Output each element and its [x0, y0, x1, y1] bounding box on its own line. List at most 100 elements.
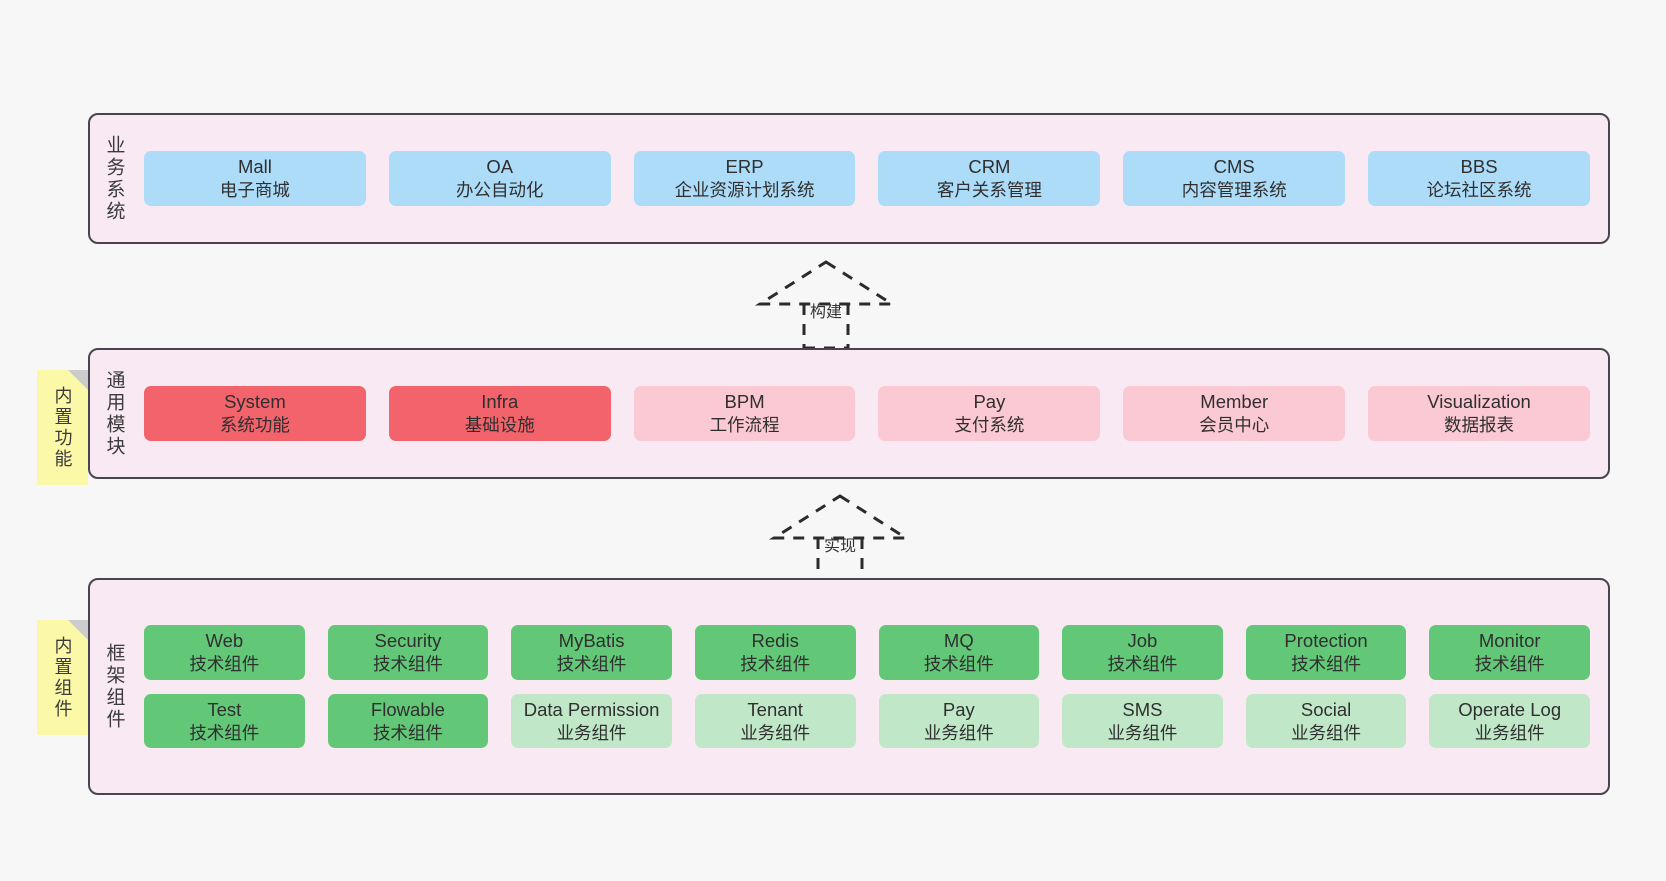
node-bpm-cn: 工作流程: [709, 415, 780, 436]
node-crm-cn: 客户关系管理: [936, 180, 1042, 201]
connector-implement-label: 实现: [824, 538, 857, 555]
node-social-cn: 业务组件: [1291, 722, 1362, 743]
layer-common-module: 通用模块 System 系统功能 Infra 基础设施 BPM 工作流程 Pay: [88, 348, 1610, 479]
node-flowable[interactable]: Flowable 技术组件: [327, 693, 489, 749]
node-social-en: Social: [1300, 698, 1352, 720]
node-monitor-cn: 技术组件: [1474, 653, 1545, 674]
node-job[interactable]: Job 技术组件: [1062, 624, 1223, 680]
node-web-en: Web: [205, 629, 244, 651]
node-bbs-cn: 论坛社区系统: [1426, 180, 1532, 201]
node-infra-en: Infra: [481, 391, 519, 413]
node-flowable-cn: 技术组件: [372, 722, 443, 743]
node-erp-cn: 企业资源计划系统: [674, 180, 815, 201]
node-mybatis[interactable]: MyBatis 技术组件: [511, 624, 672, 680]
node-pay-module-en: Pay: [973, 391, 1006, 413]
layer-title-business-system: 业务系统: [103, 134, 125, 223]
node-job-en: Job: [1127, 629, 1158, 651]
node-mall[interactable]: Mall 电子商城: [144, 151, 366, 206]
node-oa[interactable]: OA 办公自动化: [388, 151, 611, 206]
node-member-cn: 会员中心: [1199, 415, 1270, 436]
node-social[interactable]: Social 业务组件: [1245, 693, 1407, 749]
node-operate-log[interactable]: Operate Log 业务组件: [1429, 693, 1590, 749]
node-data-permission-en: Data Permission: [523, 698, 660, 720]
node-mq-en: MQ: [943, 629, 974, 651]
node-system[interactable]: System 系统功能: [144, 386, 366, 441]
node-crm[interactable]: CRM 客户关系管理: [878, 151, 1101, 206]
node-test-cn: 技术组件: [189, 722, 260, 743]
node-mq-cn: 技术组件: [923, 653, 994, 674]
node-security-en: Security: [374, 629, 442, 651]
node-tenant-cn: 业务组件: [740, 722, 811, 743]
node-test-en: Test: [207, 698, 242, 720]
node-pay-component-cn: 业务组件: [923, 722, 994, 743]
node-bpm[interactable]: BPM 工作流程: [633, 386, 856, 441]
layer-framework-component: 框架组件 Web 技术组件 Security 技术组件 MyBatis 技术组件…: [88, 578, 1610, 795]
node-security[interactable]: Security 技术组件: [327, 624, 489, 680]
node-visualization-en: Visualization: [1427, 391, 1531, 413]
node-test[interactable]: Test 技术组件: [144, 693, 305, 749]
connector-build-label: 构建: [810, 304, 843, 321]
node-infra[interactable]: Infra 基础设施: [388, 386, 611, 441]
note-builtin-component-label: 内置组件: [52, 635, 73, 720]
row-common-modules: System 系统功能 Infra 基础设施 BPM 工作流程 Pay 支付系统…: [144, 386, 1590, 441]
node-web[interactable]: Web 技术组件: [144, 624, 305, 680]
row-business-systems: Mall 电子商城 OA 办公自动化 ERP 企业资源计划系统 CRM 客户关系…: [144, 151, 1590, 206]
node-protection-cn: 技术组件: [1291, 653, 1362, 674]
node-oa-en: OA: [486, 156, 514, 178]
layer-body-framework-component: Web 技术组件 Security 技术组件 MyBatis 技术组件 Redi…: [138, 580, 1608, 793]
layer-business-system: 业务系统 Mall 电子商城 OA 办公自动化 ERP 企业资源计划系统 CRM: [88, 113, 1610, 244]
node-pay-module-cn: 支付系统: [954, 415, 1025, 436]
node-bpm-en: BPM: [724, 391, 765, 413]
note-builtin-function: 内置功能: [37, 370, 88, 485]
node-operate-log-en: Operate Log: [1458, 698, 1562, 720]
node-member-en: Member: [1200, 391, 1269, 413]
row-business-components: Test 技术组件 Flowable 技术组件 Data Permission …: [144, 693, 1590, 749]
node-pay-module[interactable]: Pay 支付系统: [878, 386, 1101, 441]
node-data-permission-cn: 业务组件: [556, 722, 627, 743]
node-cms-en: CMS: [1213, 156, 1255, 178]
node-mybatis-en: MyBatis: [558, 629, 625, 651]
node-sms-en: SMS: [1122, 698, 1163, 720]
node-data-permission[interactable]: Data Permission 业务组件: [511, 693, 672, 749]
node-oa-cn: 办公自动化: [455, 180, 544, 201]
connector-build: 构建: [752, 258, 912, 350]
node-protection-en: Protection: [1284, 629, 1368, 651]
node-visualization[interactable]: Visualization 数据报表: [1368, 386, 1590, 441]
node-pay-component[interactable]: Pay 业务组件: [878, 693, 1040, 749]
node-redis[interactable]: Redis 技术组件: [694, 624, 856, 680]
node-cms-cn: 内容管理系统: [1181, 180, 1287, 201]
node-cms[interactable]: CMS 内容管理系统: [1123, 151, 1346, 206]
connector-implement: 实现: [766, 492, 926, 584]
node-member[interactable]: Member 会员中心: [1123, 386, 1346, 441]
node-mall-cn: 电子商城: [219, 180, 290, 201]
layer-title-framework-component: 框架组件: [103, 642, 125, 731]
node-sms[interactable]: SMS 业务组件: [1062, 693, 1223, 749]
node-flowable-en: Flowable: [370, 698, 445, 720]
node-monitor[interactable]: Monitor 技术组件: [1429, 624, 1590, 680]
node-infra-cn: 基础设施: [464, 415, 535, 436]
node-bbs[interactable]: BBS 论坛社区系统: [1368, 151, 1590, 206]
node-erp-en: ERP: [725, 156, 764, 178]
node-mybatis-cn: 技术组件: [556, 653, 627, 674]
node-tenant-en: Tenant: [747, 698, 803, 720]
node-mq[interactable]: MQ 技术组件: [878, 624, 1040, 680]
node-visualization-cn: 数据报表: [1444, 415, 1515, 436]
layer-title-common-module: 通用模块: [103, 369, 125, 458]
node-tenant[interactable]: Tenant 业务组件: [694, 693, 856, 749]
node-crm-en: CRM: [968, 156, 1011, 178]
node-protection[interactable]: Protection 技术组件: [1245, 624, 1407, 680]
node-redis-cn: 技术组件: [740, 653, 811, 674]
node-system-en: System: [224, 391, 286, 413]
node-security-cn: 技术组件: [372, 653, 443, 674]
node-operate-log-cn: 业务组件: [1474, 722, 1545, 743]
node-job-cn: 技术组件: [1107, 653, 1178, 674]
node-system-cn: 系统功能: [219, 415, 290, 436]
node-sms-cn: 业务组件: [1107, 722, 1178, 743]
node-monitor-en: Monitor: [1478, 629, 1541, 651]
node-pay-component-en: Pay: [942, 698, 975, 720]
node-web-cn: 技术组件: [189, 653, 260, 674]
note-builtin-function-label: 内置功能: [52, 385, 73, 470]
node-bbs-en: BBS: [1460, 156, 1498, 178]
node-erp[interactable]: ERP 企业资源计划系统: [633, 151, 856, 206]
